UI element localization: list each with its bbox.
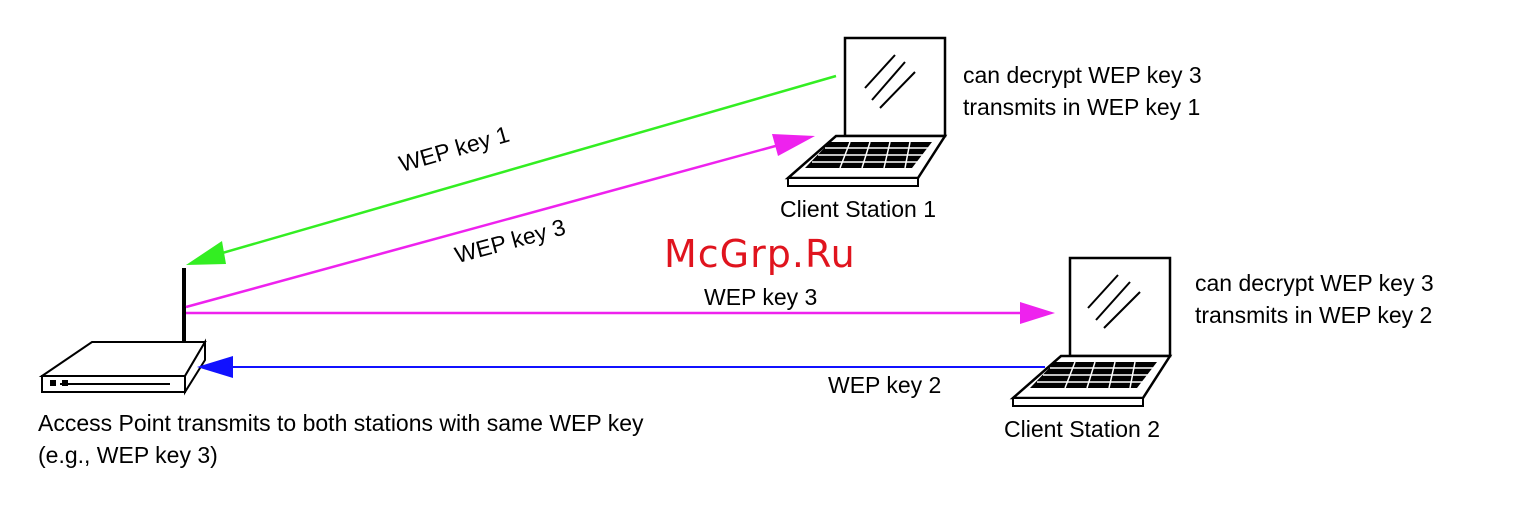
access-point-caption-line2: (e.g., WEP key 3) [38,442,218,468]
laptop-icon-station-1 [788,38,945,186]
station2-name: Client Station 2 [1004,416,1160,442]
station1-note-line2: transmits in WEP key 1 [963,94,1200,120]
label-wep-key-3-middle: WEP key 3 [704,284,817,310]
arrow-ap-to-station1 [186,134,815,307]
arrow-ap-to-station2 [186,302,1055,324]
access-point-caption-line1: Access Point transmits to both stations … [38,410,643,436]
station1-note-line1: can decrypt WEP key 3 [963,62,1202,88]
access-point-icon [42,268,205,392]
label-wep-key-2: WEP key 2 [828,372,941,398]
station1-name: Client Station 1 [780,196,936,222]
laptop-icon-station-2 [1013,258,1170,406]
station2-note-line2: transmits in WEP key 2 [1195,302,1432,328]
watermark: McGrp.Ru [664,232,856,276]
station2-note-line1: can decrypt WEP key 3 [1195,270,1434,296]
